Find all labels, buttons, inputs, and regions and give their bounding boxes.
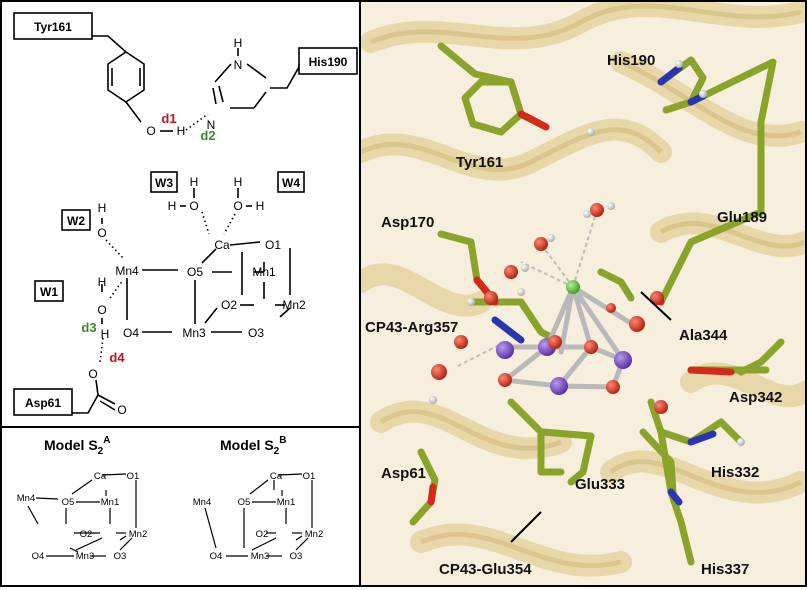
glu333-3d-label: Glu333 — [575, 476, 625, 493]
svg-text:O3: O3 — [114, 551, 127, 562]
asp-o2: O — [117, 403, 126, 417]
w3-h2: H — [168, 199, 177, 213]
w1-h2: H — [101, 327, 110, 341]
svg-text:Mn3: Mn3 — [76, 551, 94, 562]
tyr161-label: Tyr161 — [34, 20, 72, 34]
d1-label: d1 — [161, 111, 176, 126]
w3-o: O — [189, 199, 198, 213]
tyr-phenyl-ring — [107, 51, 145, 103]
w2-h: H — [98, 201, 107, 215]
tyr161-box — [13, 12, 93, 40]
glu189-3d-label: Glu189 — [717, 209, 767, 226]
model-comparison: Model S2A Model S2B Ca O1 Mn4 O5 Mn1 O2 … — [17, 435, 323, 562]
model-a-title: Model S2A — [44, 435, 110, 457]
his190-label: His190 — [309, 55, 348, 69]
svg-text:O4: O4 — [32, 551, 45, 562]
his190-box — [298, 47, 358, 75]
his337-3d-label: His337 — [701, 561, 749, 578]
svg-text:Mn1: Mn1 — [101, 497, 119, 508]
structure-panel: His190 Tyr161 Glu189 Asp170 CP43-Arg357 … — [350, 0, 807, 587]
w2-box — [61, 209, 91, 231]
models-panel: Model S2A Model S2B Ca O1 Mn4 O5 Mn1 O2 … — [0, 426, 361, 587]
svg-text:O1: O1 — [127, 471, 140, 482]
model-b-title: Model S2B — [220, 435, 286, 457]
svg-text:O1: O1 — [303, 471, 316, 482]
ala344-3d-label: Ala344 — [679, 327, 728, 344]
w1-o: O — [97, 303, 106, 317]
svg-text:Mn2: Mn2 — [129, 529, 147, 540]
cp43-arg357-3d-label: CP43-Arg357 — [365, 319, 458, 336]
o2-label: O2 — [221, 298, 237, 312]
mn3-label: Mn3 — [182, 326, 206, 340]
svg-text:O5: O5 — [62, 497, 75, 508]
his-nh-h: H — [234, 36, 243, 50]
w1-label: W1 — [40, 285, 58, 299]
svg-text:O2: O2 — [256, 529, 269, 540]
mn4-label: Mn4 — [115, 264, 139, 278]
asp342-3d-label: Asp342 — [729, 389, 782, 406]
tyr161-3d-label: Tyr161 — [456, 154, 503, 171]
w3-h1: H — [190, 175, 199, 189]
scheme-panel: Tyr161 His190 Asp61 W3 W4 W2 W1 H N N O … — [0, 0, 361, 428]
svg-text:Mn4: Mn4 — [17, 493, 35, 504]
o5-label: O5 — [187, 265, 203, 279]
w3-box — [150, 171, 178, 193]
structure-render: His190 Tyr161 Glu189 Asp170 CP43-Arg357 … — [350, 0, 807, 578]
o3-label: O3 — [248, 326, 264, 340]
mn2-label: Mn2 — [282, 298, 306, 312]
mn1-label: Mn1 — [252, 265, 276, 279]
w4-h2: H — [256, 199, 265, 213]
w4-label: W4 — [282, 176, 300, 190]
model-a-structure — [27, 473, 137, 557]
his-n: N — [207, 118, 216, 132]
his332-3d-label: His332 — [711, 464, 759, 481]
d2-label: d2 — [200, 128, 215, 143]
asp-o: O — [88, 367, 97, 381]
svg-text:Mn3: Mn3 — [251, 551, 269, 562]
d4-label: d4 — [109, 350, 125, 365]
hbond-network-scheme: Tyr161 His190 Asp61 W3 W4 W2 W1 H N N O … — [13, 12, 358, 417]
asp61-label: Asp61 — [25, 396, 61, 410]
svg-text:O3: O3 — [290, 551, 303, 562]
svg-text:Ca: Ca — [270, 471, 283, 482]
asp61-3d-label: Asp61 — [381, 465, 426, 482]
w1-h1: H — [98, 275, 107, 289]
w4-o: O — [233, 199, 242, 213]
o4-label: O4 — [123, 326, 139, 340]
svg-text:Mn1: Mn1 — [277, 497, 295, 508]
cluster-atoms — [429, 60, 745, 446]
svg-text:O4: O4 — [210, 551, 223, 562]
svg-text:Mn4: Mn4 — [193, 497, 211, 508]
asp170-3d-label: Asp170 — [381, 214, 434, 231]
w2-label: W2 — [67, 214, 85, 228]
svg-text:Mn2: Mn2 — [305, 529, 323, 540]
svg-text:O2: O2 — [80, 529, 93, 540]
cp43-glu354-3d-label: CP43-Glu354 — [439, 561, 532, 578]
model-b-structure — [204, 473, 313, 557]
w3-label: W3 — [155, 176, 173, 190]
w4-box — [277, 171, 305, 193]
asp61-box — [13, 388, 73, 416]
w1-box — [34, 280, 64, 302]
d3-label: d3 — [81, 320, 96, 335]
his190-3d-label: His190 — [607, 52, 655, 69]
tyr-o: O — [146, 124, 155, 138]
w2-o: O — [97, 226, 106, 240]
his-nh-n: N — [234, 58, 243, 72]
o1-label: O1 — [265, 238, 281, 252]
svg-text:O5: O5 — [238, 497, 251, 508]
tyr-h: H — [177, 124, 186, 138]
ca-label: Ca — [214, 238, 230, 252]
svg-text:Ca: Ca — [94, 471, 107, 482]
w4-h1: H — [234, 175, 243, 189]
